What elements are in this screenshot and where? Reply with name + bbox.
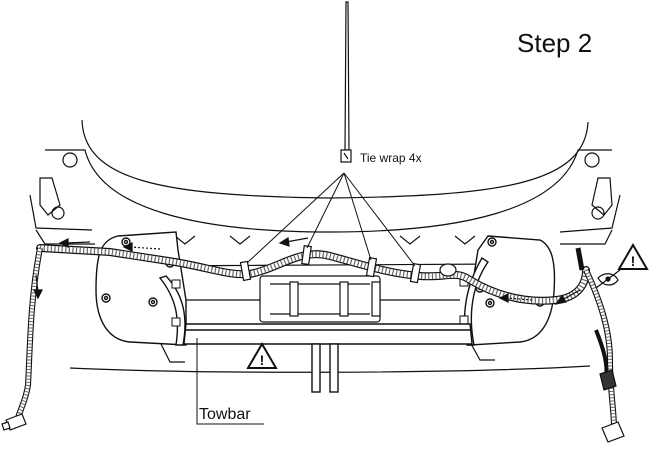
- carrier-bolts: [171, 277, 469, 327]
- warning-triangle-icon: !: [617, 243, 649, 270]
- warning-triangle-icon: !: [246, 342, 278, 369]
- cable-connectors: [1, 263, 625, 443]
- warning-symbol: !: [631, 253, 636, 269]
- tie-wrap-icon: [340, 1, 352, 163]
- towbar-label: Towbar: [199, 406, 251, 423]
- tie-wrap-leader-lines: [246, 172, 416, 267]
- vehicle-body-outline: [29, 119, 621, 373]
- warning-symbol: !: [260, 352, 265, 368]
- routing-arrows: [33, 236, 581, 305]
- right-mounting-plate: [462, 235, 556, 346]
- step-title: Step 2: [517, 28, 593, 58]
- eye-icon: [595, 269, 621, 289]
- tie-wraps-on-harness: [239, 244, 422, 284]
- towbar: [183, 323, 473, 393]
- tie-wrap-label: Tie wrap 4x: [360, 151, 422, 165]
- towbar-leader-line: [196, 338, 264, 425]
